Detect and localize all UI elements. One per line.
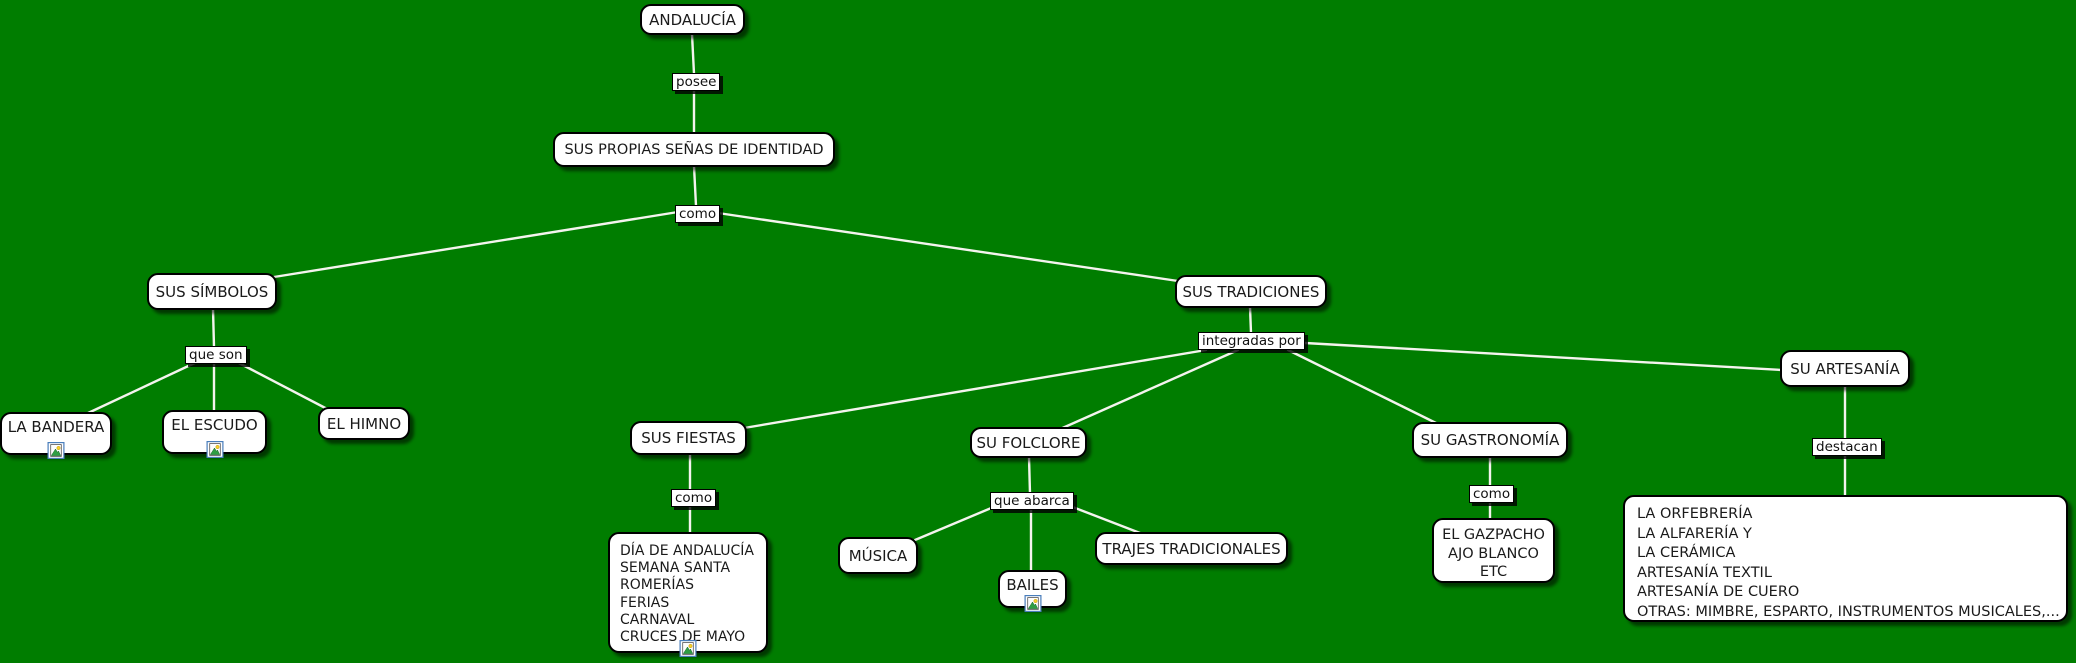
connector-line [716, 211, 1180, 283]
connector-line [84, 359, 201, 416]
node-label: SU FOLCLORE [976, 433, 1081, 452]
node-su-gastronomia[interactable]: SU GASTRONOMÍA [1412, 422, 1568, 458]
node-label: SUS SÍMBOLOS [155, 282, 269, 301]
node-sus-fiestas[interactable]: SUS FIESTAS [630, 421, 747, 455]
list-item: OTRAS: MIMBRE, ESPARTO, INSTRUMENTOS MUS… [1637, 603, 2060, 620]
node-andalucia[interactable]: ANDALUCÍA [640, 4, 745, 35]
node-su-artesania[interactable]: SU ARTESANÍA [1780, 350, 1910, 387]
node-sus-simbolos[interactable]: SUS SÍMBOLOS [147, 273, 277, 310]
list-item: DÍA DE ANDALUCÍA [620, 543, 755, 559]
link-label-como-gastronomia[interactable]: como [1469, 485, 1515, 503]
connector-line [692, 164, 698, 208]
connector-line [1068, 504, 1142, 535]
link-label-posee[interactable]: posee [672, 73, 721, 91]
list-item: ARTESANÍA TEXTIL [1637, 564, 1772, 581]
node-artesania-list[interactable]: LA ORFEBRERÍA LA ALFARERÍA Y LA CERÁMICA… [1623, 495, 2068, 622]
node-bailes[interactable]: BAILES [998, 570, 1067, 613]
list-item: LA ORFEBRERÍA [1637, 506, 1753, 522]
image-resource-icon[interactable] [679, 639, 697, 658]
connector-line [742, 348, 1208, 430]
link-label-destacan[interactable]: destacan [1812, 438, 1882, 456]
node-label: SUS FIESTAS [641, 429, 736, 447]
list-item: LA ALFARERÍA Y [1637, 525, 1752, 542]
node-sus-tradiciones[interactable]: SUS TRADICIONES [1175, 275, 1327, 308]
list-item: ROMERÍAS [620, 577, 694, 594]
node-label: SUS TRADICIONES [1182, 282, 1320, 301]
node-musica[interactable]: MÚSICA [838, 537, 918, 574]
connector-line [211, 307, 216, 349]
image-resource-icon[interactable] [205, 440, 224, 459]
node-label: MÚSICA [848, 546, 908, 565]
list-item: SEMANA SANTA [620, 560, 731, 577]
connector-line [1286, 348, 1440, 426]
node-fiestas-list[interactable]: DÍA DE ANDALUCÍA SEMANA SANTA ROMERÍAS F… [608, 532, 768, 658]
link-label-integradas-por[interactable]: integradas por [1198, 332, 1305, 350]
link-label-como-fiestas[interactable]: como [671, 489, 717, 507]
node-gastronomia-list[interactable]: EL GAZPACHO AJO BLANCO ETC [1432, 518, 1555, 583]
image-resource-icon[interactable] [1023, 594, 1042, 613]
connector-line [1027, 455, 1032, 496]
node-trajes-tradicionales[interactable]: TRAJES TRADICIONALES [1095, 532, 1288, 565]
connector-line [1056, 348, 1240, 432]
list-item: CRUCES DE MAYO [620, 629, 746, 646]
node-label: SUS PROPIAS SEÑAS DE IDENTIDAD [564, 141, 824, 158]
list-item: FERIAS [620, 594, 670, 611]
list-item: EL GAZPACHO [1442, 527, 1545, 543]
link-label-que-abarca[interactable]: que abarca [990, 492, 1074, 510]
link-label-que-son[interactable]: que son [185, 346, 247, 364]
list-item: AJO BLANCO [1448, 545, 1539, 562]
connector-line [913, 504, 998, 542]
node-su-folclore[interactable]: SU FOLCLORE [970, 427, 1087, 458]
list-item: ETC [1479, 564, 1508, 580]
connector-line [272, 210, 680, 279]
list-item: LA CERÁMICA [1637, 545, 1736, 562]
list-item: CARNAVAL [620, 611, 695, 628]
node-label: LA BANDERA [7, 418, 105, 436]
node-label: SU ARTESANÍA [1790, 359, 1900, 378]
connector-line [690, 32, 696, 76]
node-label: SU GASTRONOMÍA [1420, 431, 1560, 449]
link-label-como-top[interactable]: como [675, 205, 721, 223]
node-label: BAILES [1006, 576, 1059, 594]
node-el-escudo[interactable]: EL ESCUDO [162, 410, 267, 459]
node-senas-de-identidad[interactable]: SUS PROPIAS SEÑAS DE IDENTIDAD [553, 132, 835, 167]
node-label: EL ESCUDO [171, 416, 258, 434]
connector-line [1303, 341, 1784, 372]
image-resource-icon[interactable] [47, 441, 65, 460]
node-el-himno[interactable]: EL HIMNO [318, 407, 410, 440]
node-la-bandera[interactable]: LA BANDERA [0, 412, 112, 460]
node-label: ANDALUCÍA [649, 10, 736, 29]
node-label: EL HIMNO [326, 414, 402, 433]
list-item: ARTESANÍA DE CUERO [1637, 584, 1800, 601]
connector-line [233, 359, 335, 414]
node-label: TRAJES TRADICIONALES [1102, 539, 1281, 558]
connector-line [1248, 305, 1253, 335]
